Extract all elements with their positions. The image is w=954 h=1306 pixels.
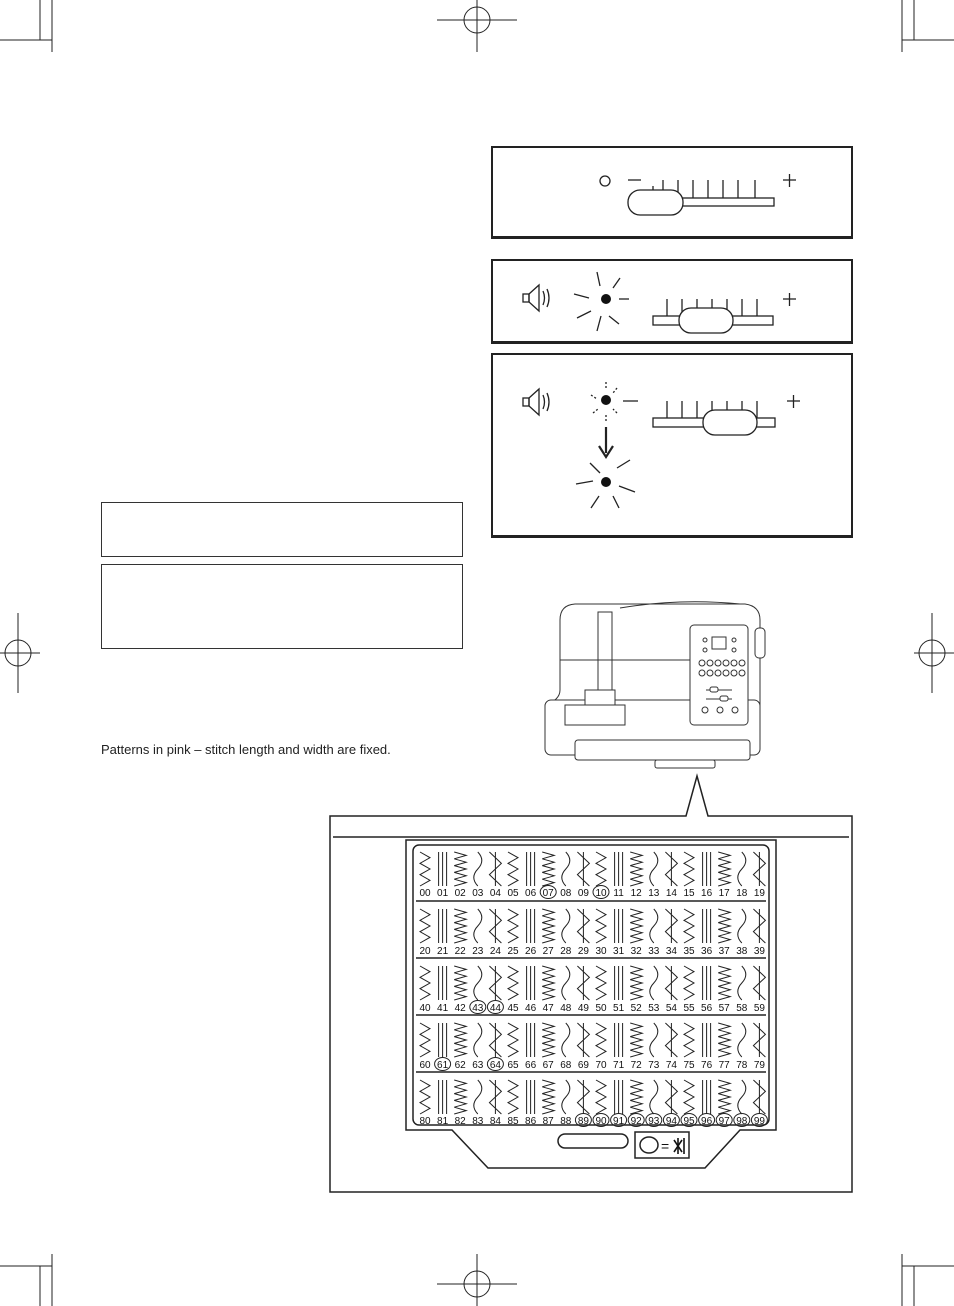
slider-panel-3 <box>491 353 853 538</box>
speaker-icon <box>522 283 550 313</box>
slider-panel-2 <box>491 259 853 344</box>
slider-panel-1 <box>491 146 853 239</box>
pink-patterns-caption: Patterns in pink – stitch length and wid… <box>101 742 391 757</box>
speaker-icon <box>522 387 550 417</box>
note-box-1 <box>101 502 463 557</box>
note-box-2 <box>101 564 463 649</box>
